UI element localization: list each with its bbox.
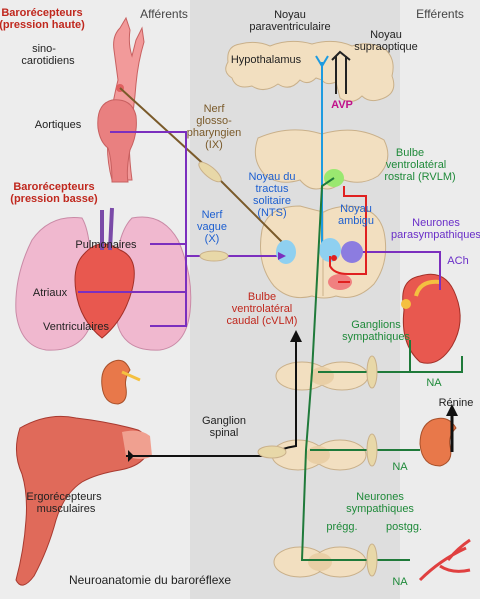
leg-muscles <box>15 415 149 586</box>
inhibitory-synapse <box>331 255 337 261</box>
label-na2: NA <box>392 461 408 473</box>
label-parasym-1: Neurones <box>412 217 460 229</box>
label-glosso-1: Nerf <box>204 103 226 115</box>
kidney-left <box>101 359 131 405</box>
label-atria: Atriaux <box>33 287 68 299</box>
spinal-segment-1 <box>275 361 369 391</box>
label-symneur-1: Neurones <box>356 491 404 503</box>
label-ventricular: Ventriculaires <box>43 321 110 333</box>
hypothalamus-shape <box>225 40 395 102</box>
label-na3: NA <box>392 576 408 588</box>
label-rvlm-2: ventrolatéral <box>386 159 447 171</box>
label-spinal-1: Ganglion <box>202 415 246 427</box>
label-ambig-1: Noyau <box>340 203 372 215</box>
label-aortic: Aortiques <box>35 119 82 131</box>
label-baro-low-1: Barorécepteurs <box>13 181 94 193</box>
renin-arrowhead <box>446 404 458 416</box>
vagal-ganglion <box>199 250 229 262</box>
label-ergo-1: Ergorécepteurs <box>26 491 102 503</box>
ventricular-afferent <box>150 292 187 327</box>
header-afferents: Afférents <box>140 7 188 21</box>
label-ganglia-2: sympathiques <box>342 331 410 343</box>
parasympathetic-efferent <box>358 251 441 290</box>
sa-node <box>401 299 411 309</box>
label-hypothalamus: Hypothalamus <box>231 54 302 66</box>
blood-vessels <box>418 538 471 582</box>
label-nts-3: solitaire <box>253 195 291 207</box>
label-nts-2: tractus <box>255 183 289 195</box>
label-ambig-2: ambigu <box>338 215 374 227</box>
label-na1: NA <box>426 377 442 389</box>
label-glosso-3: pharyngien <box>187 127 241 139</box>
label-sino-2: carotidiens <box>21 55 75 67</box>
kidney-left-ureter <box>121 370 141 382</box>
heart-right-fat <box>414 279 441 297</box>
label-rvlm-3: rostral (RVLM) <box>384 171 455 183</box>
sympathetic-ganglion-2 <box>366 433 378 467</box>
label-nts-4: (NTS) <box>257 207 286 219</box>
label-postg: postgg. <box>386 521 422 533</box>
label-renin: Rénine <box>439 397 474 409</box>
label-ergo-2: musculaires <box>37 503 96 515</box>
sympathetic-heart-2 <box>410 356 463 373</box>
aortic-arch <box>97 99 137 183</box>
vagal-arrow <box>278 252 286 260</box>
label-baro-low-2: (pression basse) <box>10 193 98 205</box>
label-vagus-3: (X) <box>205 233 220 245</box>
pvn-target <box>315 55 329 68</box>
label-cvlm-2: ventrolatéral <box>232 303 293 315</box>
sympathetic-ganglion-1 <box>366 355 378 389</box>
label-cvlm-1: Bulbe <box>248 291 276 303</box>
avp-neurons <box>331 50 351 94</box>
dorsal-root-ganglion <box>257 445 287 459</box>
label-symneur-2: sympathiques <box>346 503 414 515</box>
label-parasym-2: parasympathiques <box>391 229 480 241</box>
label-sino-1: sino- <box>32 43 56 55</box>
label-ganglia-1: Ganglions <box>351 319 401 331</box>
kidney-right <box>419 417 457 467</box>
label-pulmonary: Pulmonaires <box>75 239 137 251</box>
pulmonary-vessels <box>100 207 114 251</box>
label-spinal-2: spinal <box>210 427 239 439</box>
ergo-arrow <box>290 330 302 342</box>
label-ach: ACh <box>447 255 468 267</box>
label-baro-high-2: (pression haute) <box>0 19 85 31</box>
cns-panel <box>190 0 400 599</box>
label-pvn-1: Noyau <box>274 9 306 21</box>
label-nts-1: Noyau du <box>248 171 295 183</box>
spinal-segment-3 <box>273 546 367 578</box>
label-glosso-4: (IX) <box>205 139 223 151</box>
label-son-1: Noyau <box>370 29 402 41</box>
nts-nucleus <box>276 240 296 264</box>
label-avp: AVP <box>331 99 353 111</box>
ergo-tip <box>128 450 134 462</box>
label-glosso-2: glosso- <box>196 115 232 127</box>
header-efferents: Efférents <box>416 7 464 21</box>
sympathetic-descending <box>300 177 410 561</box>
aortic-afferent <box>110 131 282 257</box>
label-rvlm-1: Bulbe <box>396 147 424 159</box>
footer-title: Neuroanatomie du baroréflexe <box>69 573 231 587</box>
knee <box>122 430 152 459</box>
label-son-2: supraoptique <box>354 41 418 53</box>
heart-right <box>402 273 461 364</box>
label-vagus-1: Nerf <box>202 209 224 221</box>
label-preg: prégg. <box>326 521 357 533</box>
sympathetic-ganglion-3 <box>366 543 378 577</box>
label-cvlm-3: caudal (cVLM) <box>227 315 298 327</box>
glosso-ganglion <box>198 161 222 183</box>
inhibitory-path <box>329 186 367 275</box>
label-vagus-2: vague <box>197 221 227 233</box>
label-pvn-2: paraventriculaire <box>249 21 330 33</box>
label-baro-high-1: Barorécepteurs <box>1 7 82 19</box>
ambiguus-nucleus <box>341 241 363 263</box>
